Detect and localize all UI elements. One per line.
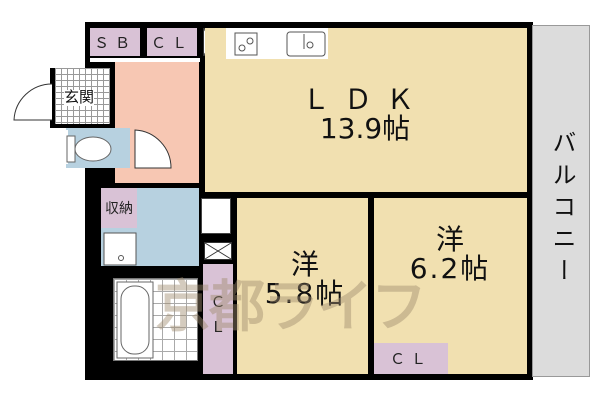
- western-room-2-label: 洋 6.2帖: [385, 225, 515, 284]
- watermark: 京都ライフ: [155, 275, 427, 340]
- entrance-label: 玄関: [64, 88, 95, 106]
- stove-icon: [234, 32, 258, 56]
- western-room-1-size: 5.8帖: [264, 277, 346, 311]
- toilet-icon: [66, 135, 112, 163]
- entrance-door-icon: [13, 83, 53, 121]
- sink-icon: [286, 31, 326, 57]
- closet-top: ＣＬ: [147, 28, 197, 56]
- western-room-1: [237, 198, 368, 374]
- balcony: [532, 25, 590, 188]
- bathtub-icon: [116, 281, 154, 359]
- closet-mid: ＣＬ: [203, 264, 233, 374]
- balcony-label: バルコニー: [548, 130, 576, 290]
- toilet-door-icon: [134, 129, 172, 169]
- western-room-1-name: 洋: [290, 248, 319, 281]
- washing-machine-icon: [103, 232, 137, 266]
- pipe-space-icon-2: [204, 242, 232, 260]
- closet-bottom: ＣＬ: [374, 343, 448, 374]
- ldk-name: ＬＤＫ: [301, 83, 428, 116]
- storage: 収納: [101, 188, 137, 228]
- western-room-2-size: 6.2帖: [409, 252, 491, 286]
- shoe-box: ＳＢ: [90, 28, 140, 56]
- ldk-label: ＬＤＫ 13.9帖: [280, 85, 450, 144]
- washbasin: [201, 198, 231, 234]
- western-room-1-label: 洋 5.8帖: [245, 250, 365, 309]
- ldk-size: 13.9帖: [319, 112, 411, 146]
- western-room-2-name: 洋: [435, 223, 464, 256]
